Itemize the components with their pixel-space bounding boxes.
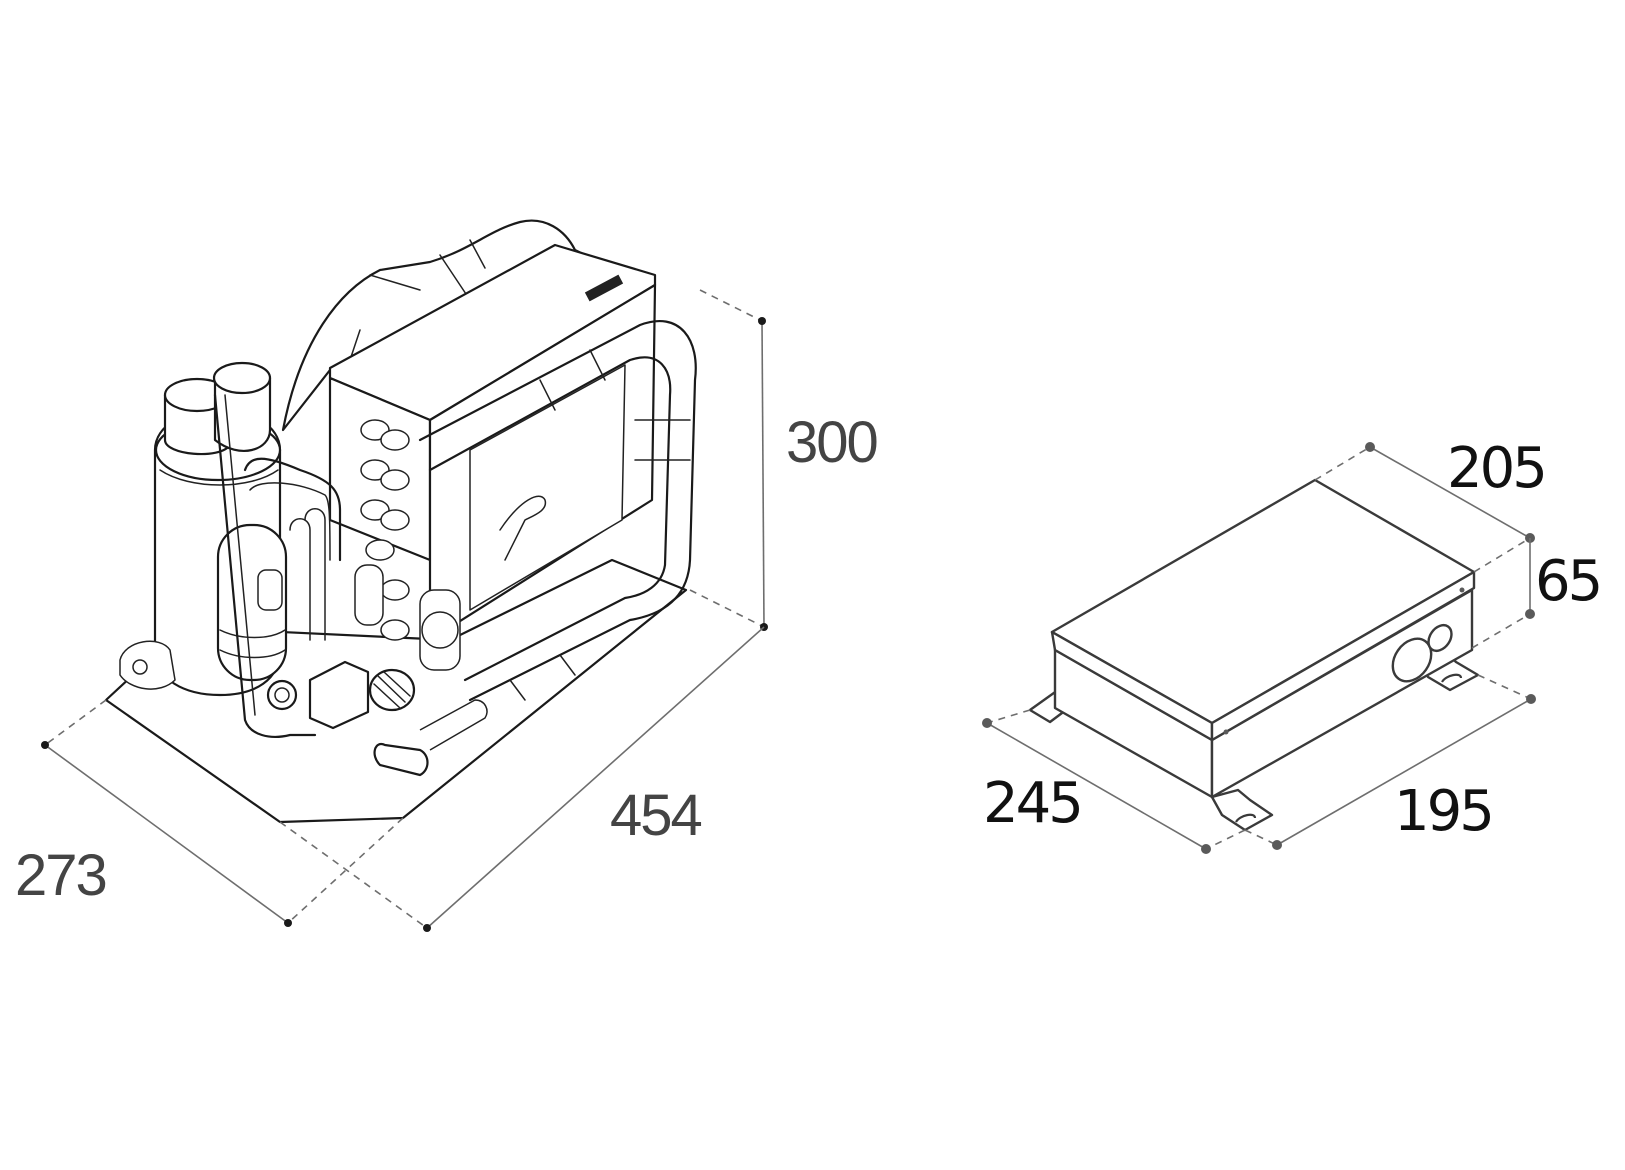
dimension-label-height: 300 xyxy=(786,410,877,475)
box-lid-side xyxy=(1210,570,1476,742)
dimension-endpoint xyxy=(1525,609,1535,619)
dimension-label-depth: 273 xyxy=(15,843,106,908)
solenoid-valve xyxy=(266,660,370,730)
dimension-endpoint xyxy=(423,924,431,932)
dimension-endpoint xyxy=(1365,442,1375,452)
condensing-unit-drawing xyxy=(104,219,697,824)
cable-gland xyxy=(1391,637,1433,683)
receiver xyxy=(216,523,288,682)
dimension-endpoint xyxy=(284,919,292,927)
condensing-unit-dimensions: 300 454 273 xyxy=(15,289,879,932)
dimension-endpoint xyxy=(758,317,766,325)
dimension-label-height: 65 xyxy=(1535,549,1600,614)
mounting-foot xyxy=(1210,788,1274,832)
coil-return-bends xyxy=(360,419,410,641)
control-box-drawing xyxy=(1028,478,1480,832)
dimension-endpoint xyxy=(1272,840,1282,850)
dimension-label-depth: 245 xyxy=(983,771,1081,836)
dimension-endpoint xyxy=(41,741,49,749)
dimension-endpoint xyxy=(1201,844,1211,854)
dimension-endpoint xyxy=(982,718,992,728)
control-box-dimensions: 205 65 245 195 xyxy=(982,436,1603,854)
cable-gland xyxy=(1427,623,1453,653)
water-pump xyxy=(368,668,416,712)
dimension-endpoint xyxy=(1526,694,1536,704)
dimension-label-width: 195 xyxy=(1394,779,1492,844)
dimension-label-length: 454 xyxy=(610,783,702,848)
dimension-label-length-top: 205 xyxy=(1447,436,1545,501)
